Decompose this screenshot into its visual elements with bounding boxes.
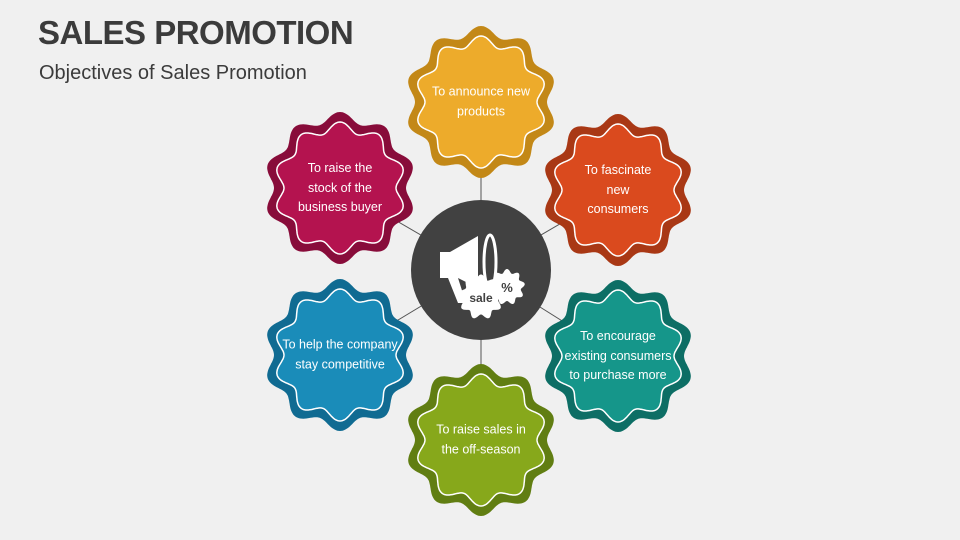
page-subtitle: Objectives of Sales Promotion [39,62,307,84]
objective-badge-competitive [267,279,413,431]
objective-text: To help the company stay competitive [282,337,398,372]
objective-text: To raise the stock of the business buyer [297,160,383,214]
objective-text: To encourage existing consumers to purch… [564,328,672,382]
percent-text: % [501,280,513,295]
megaphone-sale-icon [440,233,525,319]
objective-text: To announce new products [432,84,530,119]
page-title: SALES PROMOTION [38,14,354,51]
objective-badge-stock [267,112,413,264]
center-circle: sale % [411,200,551,340]
sale-text: sale [469,291,493,305]
objective-badge-off-season [408,364,554,516]
objective-badge-announce [408,26,554,178]
objective-text: To raise sales in the off-season [436,422,526,457]
objective-badge-encourage [545,280,691,432]
objective-badge-fascinate [545,114,691,266]
objective-text: To fascinate new consumers [584,162,652,216]
